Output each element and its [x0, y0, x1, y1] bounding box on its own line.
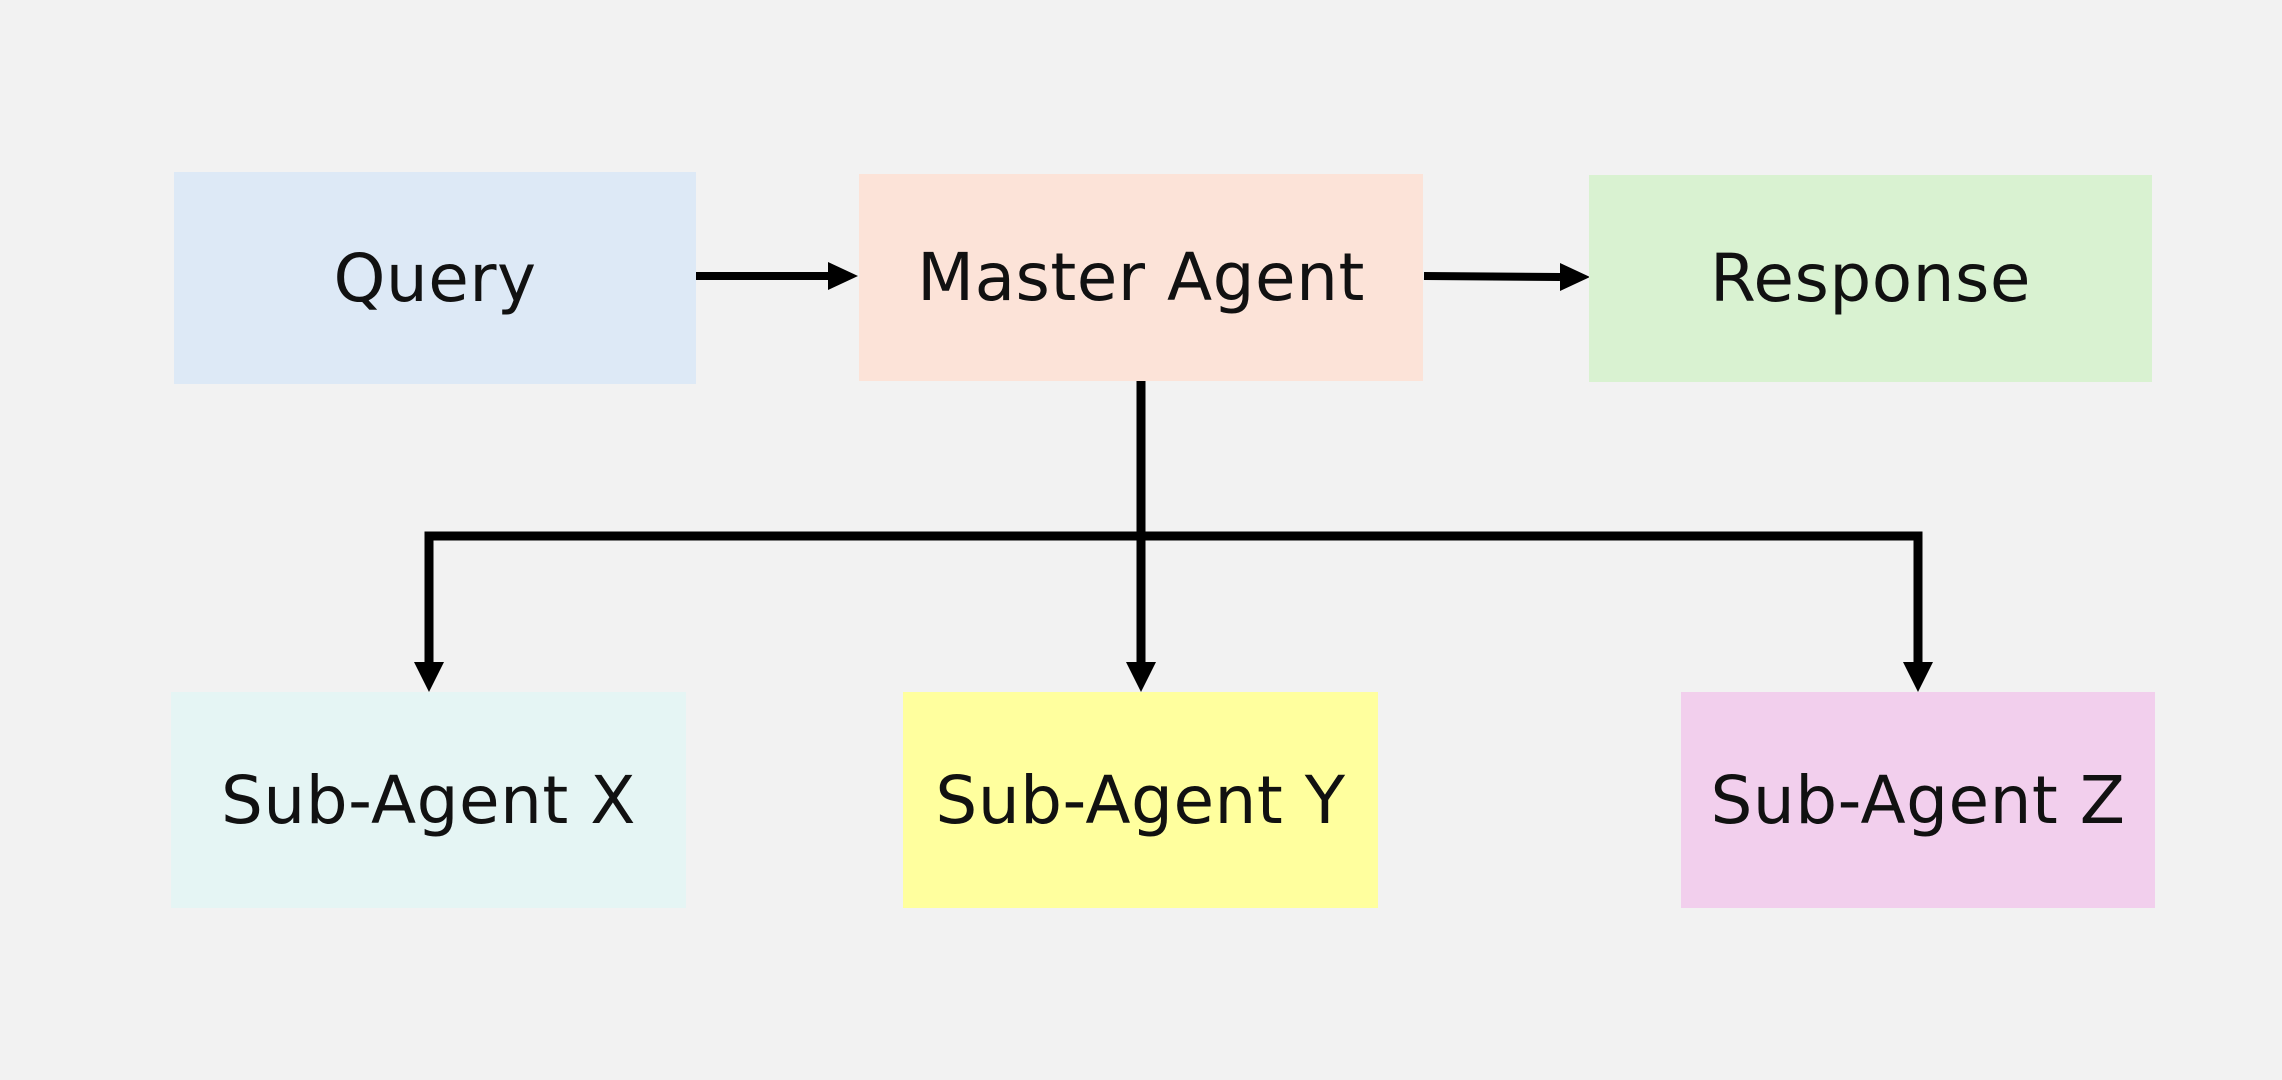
node-sub-agent-z: Sub-Agent Z	[1681, 692, 2155, 908]
arrowhead-icon	[1903, 662, 1933, 692]
arrowhead-icon	[1126, 662, 1156, 692]
node-sub-agent-x: Sub-Agent X	[171, 692, 686, 908]
arrowhead-icon	[828, 262, 858, 290]
edge-master-to-response	[1423, 263, 1590, 291]
node-label: Response	[1710, 240, 2031, 317]
node-label: Query	[333, 239, 537, 317]
edge-master-to-subagents	[414, 380, 1933, 692]
node-label: Sub-Agent X	[220, 761, 637, 839]
node-response: Response	[1589, 175, 2152, 382]
node-master-agent: Master Agent	[859, 174, 1423, 381]
arrowhead-icon	[414, 662, 444, 692]
node-label: Sub-Agent Y	[935, 761, 1346, 839]
arrowhead-icon	[1560, 263, 1590, 291]
node-label: Master Agent	[917, 239, 1365, 316]
node-label: Sub-Agent Z	[1710, 761, 2126, 839]
edge-query-to-master	[694, 262, 858, 290]
node-sub-agent-y: Sub-Agent Y	[903, 692, 1378, 908]
node-query: Query	[174, 172, 696, 384]
